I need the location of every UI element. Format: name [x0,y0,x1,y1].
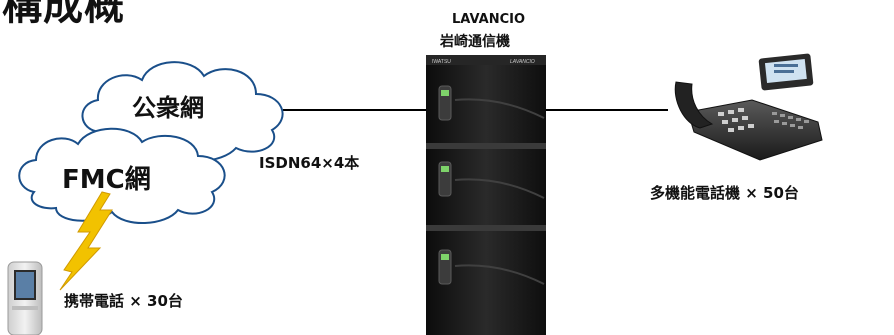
mobile-phone-count-label: 携帯電話 × 30台 [64,292,183,310]
page-title: 構成概 [2,0,125,29]
wireless-lightning-icon [59,191,113,291]
pbx-maker-label: 岩崎通信機 [440,34,510,50]
public-network-label: 公衆網 [132,94,204,122]
isdn-line-label: ISDN64×4本 [259,154,360,172]
pbx-cabinet: IWATSU LAVANCIO [426,55,546,335]
desk-phone-count-label: 多機能電話機 × 50台 [650,184,799,202]
pbx-brand-mark-left: IWATSU [432,59,451,65]
pbx-model-label: LAVANCIO [452,12,526,27]
mobile-phone-icon [7,261,43,335]
desk-phone-icon [674,53,823,161]
fmc-network-label: FMC網 [62,165,151,195]
pbx-brand-mark-right: LAVANCIO [510,59,535,65]
